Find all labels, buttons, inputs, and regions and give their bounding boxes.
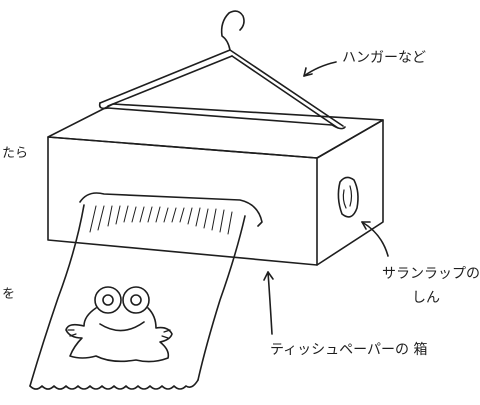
hanger-arrowhead	[303, 67, 313, 77]
frog-left-eye	[94, 286, 122, 314]
tissue-box-drawing	[47, 103, 384, 266]
box-side-face	[316, 119, 384, 266]
box-arrow	[267, 271, 273, 335]
hanger-left-arm	[99, 49, 231, 104]
tissue-box-label: ティッシュペーパーの 箱	[270, 342, 427, 358]
paper-hatching	[89, 205, 233, 235]
frog-right-hand	[161, 329, 171, 339]
hanger-hook	[220, 10, 245, 51]
hanging-paper-drawing	[29, 204, 246, 390]
wrap-core-label-line1: サランラップの	[382, 266, 480, 282]
wrap-core-hole	[337, 176, 359, 218]
paper-left-edge	[29, 204, 85, 387]
annotation-arrows	[263, 61, 389, 335]
hanger-drawing	[98, 10, 346, 130]
wrap-core-arrow	[361, 221, 389, 257]
frog-smile	[99, 321, 145, 332]
box-front-face	[47, 136, 318, 266]
frog-right-eye	[122, 286, 150, 314]
wrap-core-inner	[342, 185, 353, 209]
paper-right-edge	[197, 215, 246, 381]
frog-left-pupil	[102, 294, 114, 306]
paper-bottom-edge	[29, 379, 199, 390]
box-arrowhead	[263, 271, 274, 281]
hanger-right-arm	[229, 49, 344, 127]
frog-right-pupil	[130, 294, 142, 306]
frog-drawing	[65, 286, 173, 363]
wrap-core-label-line2: しん	[412, 290, 440, 306]
wrap-core-arrowhead	[361, 221, 371, 230]
left-edge-text-1: たら	[2, 146, 28, 161]
hanger-arrow	[303, 61, 337, 77]
hanger-bottom-bar	[98, 102, 346, 130]
hanger-label: ハンガーなど	[342, 50, 426, 66]
left-edge-text-2: を	[2, 287, 15, 302]
frog-left-hand	[67, 329, 77, 337]
hanger-left-arm-inner	[107, 55, 233, 107]
box-opening	[79, 192, 263, 227]
frog-body	[65, 307, 173, 363]
